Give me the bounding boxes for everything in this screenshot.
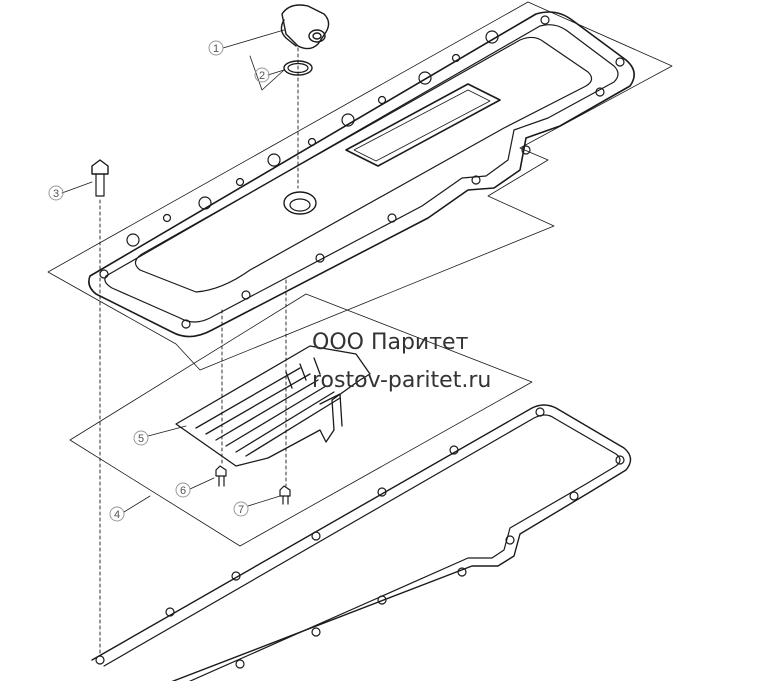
cover-assembly-plane xyxy=(47,1,673,371)
watermark-company: ООО Паритет xyxy=(312,330,469,355)
oil-filler-neck-inner xyxy=(289,198,311,212)
baffle-assembly-plane xyxy=(69,293,533,547)
oil-filler-neck xyxy=(283,191,317,215)
nameplate xyxy=(345,83,501,167)
gasket-holes xyxy=(95,407,625,669)
baffle-screw-short xyxy=(215,465,227,487)
callout-5: 5 xyxy=(138,433,144,445)
oil-baffle xyxy=(175,345,371,467)
callout-circles xyxy=(48,40,270,522)
breather-elbow xyxy=(280,4,330,50)
callout-4: 4 xyxy=(114,509,120,521)
gasket-outer xyxy=(91,404,632,681)
cover-bolts xyxy=(99,15,625,329)
watermark-site: rostov-paritet.ru xyxy=(312,368,492,393)
callout-7: 7 xyxy=(238,504,244,516)
callout-2: 2 xyxy=(259,70,265,82)
nameplate-inner xyxy=(353,89,491,162)
callout-6: 6 xyxy=(180,485,186,497)
valve-cover-top-panel xyxy=(134,36,593,293)
callout-1: 1 xyxy=(213,43,219,55)
valve-cover-flange xyxy=(104,24,619,323)
installation-lines xyxy=(99,47,299,657)
gasket-inner xyxy=(103,414,621,681)
valve-cover xyxy=(88,11,635,338)
callout-3: 3 xyxy=(53,188,59,200)
baffle-screw-long xyxy=(279,485,291,505)
leader-lines xyxy=(61,29,285,513)
long-bolt xyxy=(91,159,109,197)
